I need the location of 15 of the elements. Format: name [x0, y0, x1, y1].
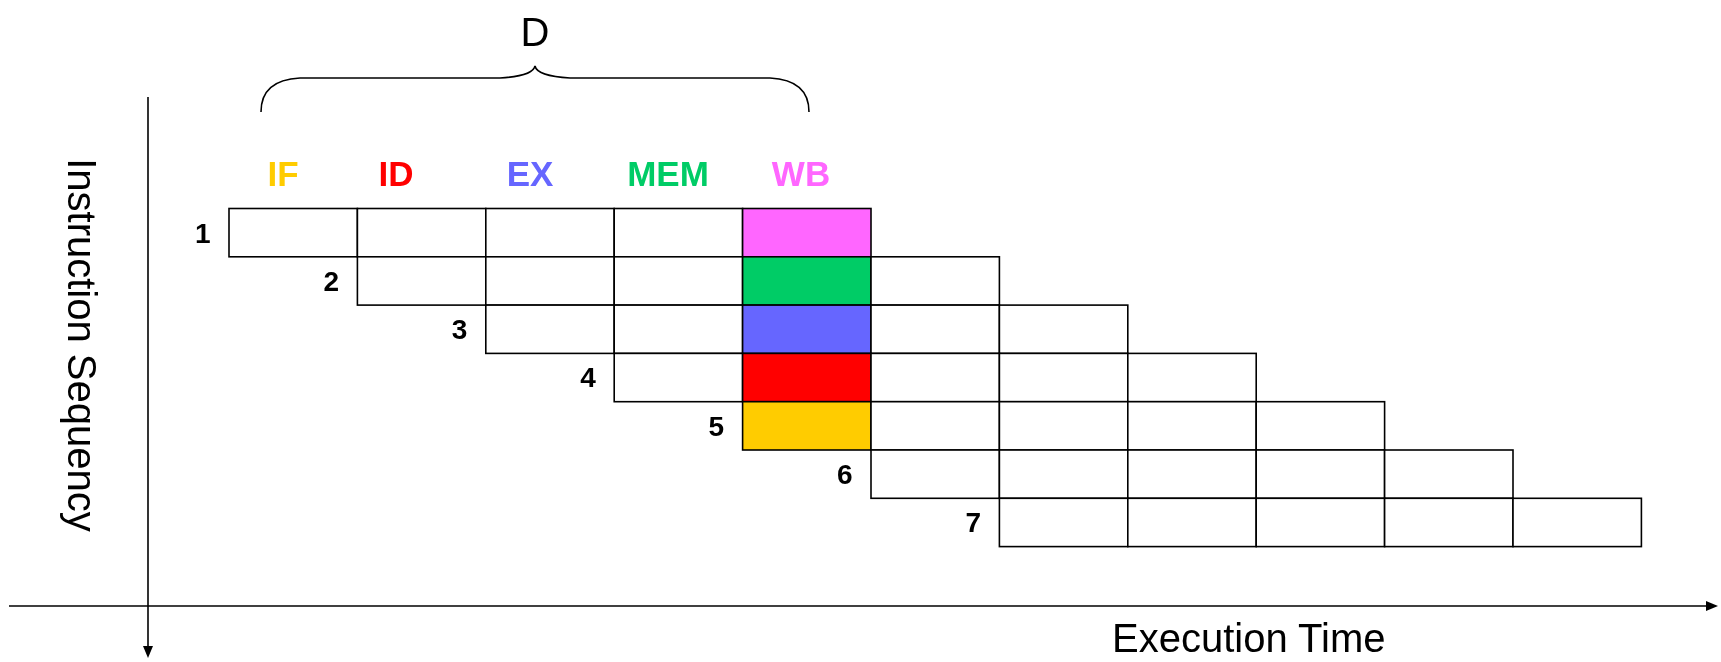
row-number: 1 — [195, 219, 211, 248]
stage-label: WB — [771, 156, 831, 191]
stage-label: EX — [506, 156, 554, 191]
stage-label: ID — [378, 156, 414, 191]
row-number: 3 — [451, 316, 468, 345]
axis-title: Execution Time — [1112, 618, 1386, 658]
row-number: 6 — [837, 461, 853, 489]
row-number: 2 — [323, 267, 339, 296]
stage-label: IF — [267, 156, 299, 191]
row-number: 5 — [708, 412, 725, 441]
axis-title: Instruction Sequency — [62, 158, 102, 532]
stage-label: MEM — [627, 156, 709, 191]
row-number: 4 — [580, 364, 596, 393]
brace-label: D — [520, 12, 550, 52]
row-number: 7 — [965, 509, 981, 538]
